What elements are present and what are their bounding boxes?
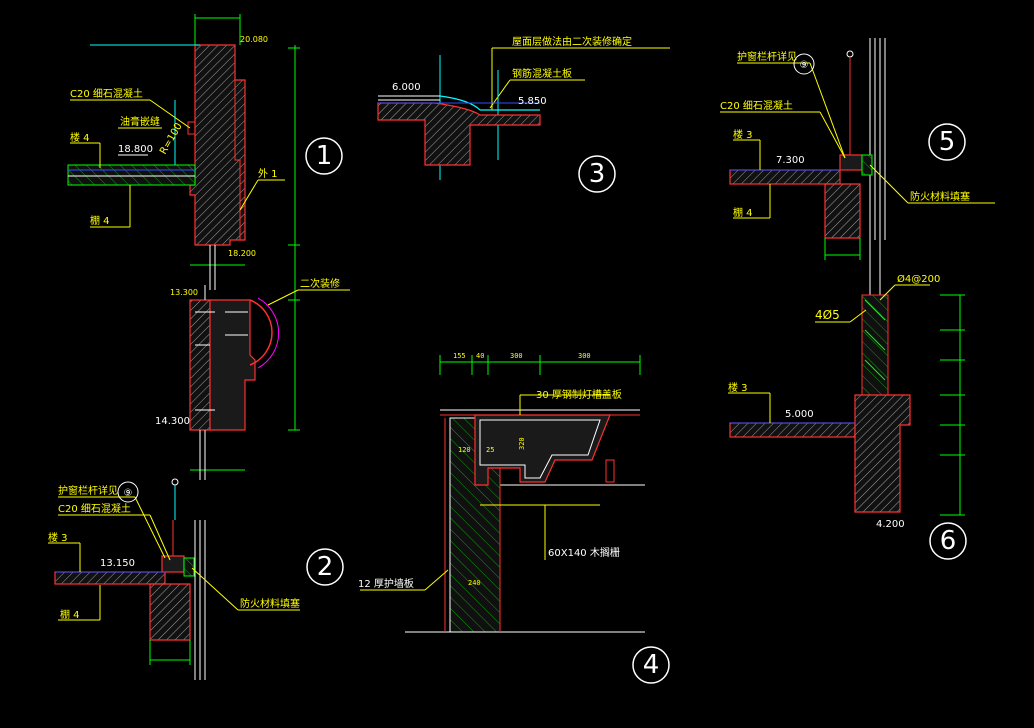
detail-number-1-circle — [305, 137, 343, 175]
detail1-elev-low: 14.300 — [155, 416, 190, 427]
detail2-rail-ref: ⑨ — [124, 488, 133, 499]
detail1-elev-bottom: 18.200 — [228, 249, 256, 258]
detail-2: ⑨ 护窗栏杆详见 C20 细石混凝土 楼 3 13.150 棚 4 防火材料填塞… — [48, 478, 344, 680]
detail4-dim-240: 240 — [468, 579, 481, 587]
detail3-note-slab: 钢筋混凝土板 — [512, 67, 572, 80]
detail-6: Ø4@200 4Ø5 楼 3 5.000 4.200 6 — [728, 240, 967, 560]
detail-number-1: 1 — [316, 141, 333, 171]
detail-number-2: 2 — [317, 552, 334, 582]
detail2-floor3-label: 楼 3 — [48, 531, 68, 544]
detail4-dim-40: 40 — [476, 352, 484, 360]
detail4-dim-300a: 300 — [510, 352, 523, 360]
detail3-elev-left: 6.000 — [392, 82, 421, 93]
detail-5: ⑨ 护窗栏杆详见 C20 细石混凝土 楼 3 7.300 棚 4 防火材料填塞 … — [720, 38, 995, 260]
detail4-timber-label: 60X140 木搁栅 — [548, 546, 620, 559]
detail-number-4-circle — [632, 646, 670, 684]
detail2-fire-label: 防火材料填塞 — [240, 597, 300, 610]
detail6-floor3-label: 楼 3 — [728, 381, 748, 394]
detail3-note-top: 屋面层做法由二次装修确定 — [512, 35, 632, 48]
detail4-dim-300b: 300 — [578, 352, 591, 360]
detail-number-6: 6 — [940, 526, 957, 556]
detail2-c20-label: C20 细石混凝土 — [58, 502, 131, 515]
detail6-rebar-b: 4Ø5 — [815, 308, 840, 322]
detail6-rebar-a: Ø4@200 — [897, 273, 940, 285]
detail-number-5: 5 — [939, 127, 956, 157]
detail4-dim-155: 155 — [453, 352, 466, 360]
detail3-elev-right: 5.850 — [518, 96, 547, 107]
detail-1: 20.080 C20 细石混凝土 油膏嵌缝 R=100 楼 4 18.800 棚… — [67, 14, 350, 480]
detail5-floor3-label: 楼 3 — [733, 128, 753, 141]
detail2-elev: 13.150 — [100, 558, 135, 569]
detail-number-3-circle — [578, 155, 616, 193]
detail4-wall-board-label: 12 厚护墙板 — [358, 577, 414, 590]
detail6-elev-bottom: 4.200 — [876, 519, 905, 530]
detail1-ext1-label: 外 1 — [258, 168, 278, 180]
detail-4: 155 40 300 300 30 厚钢制灯槽盖板 120 25 320 240… — [358, 352, 670, 684]
detail2-rail-note: 护窗栏杆详见 — [58, 484, 118, 497]
detail4-dim-320: 320 — [518, 437, 526, 450]
detail-number-4: 4 — [643, 650, 660, 680]
detail1-waterproof-label: 油膏嵌缝 — [120, 115, 160, 128]
detail5-c20-label: C20 细石混凝土 — [720, 99, 793, 112]
detail5-rail-ref: ⑨ — [800, 60, 809, 71]
detail4-steel-plate-label: 30 厚钢制灯槽盖板 — [536, 388, 622, 401]
detail-number-3: 3 — [589, 159, 606, 189]
detail2-ceil4-label: 棚 4 — [60, 608, 80, 621]
detail4-dim-120: 120 — [458, 446, 471, 454]
detail1-elev-window: 13.300 — [170, 288, 198, 297]
detail1-elev-floor: 18.800 — [118, 144, 153, 155]
detail5-ceil4-label: 棚 4 — [733, 206, 753, 219]
detail1-floor4-label: 楼 4 — [70, 131, 90, 144]
detail5-fire-label: 防火材料填塞 — [910, 190, 970, 203]
detail1-c20-label: C20 细石混凝土 — [70, 87, 143, 100]
detail-3: 6.000 5.850 屋面层做法由二次装修确定 钢筋混凝土板 3 — [377, 35, 670, 193]
detail-number-2-circle — [306, 548, 344, 586]
detail1-radius-label: R=100 — [158, 121, 185, 156]
detail4-dim-25: 25 — [486, 446, 494, 454]
detail1-elev-top: 20.080 — [240, 35, 268, 44]
detail-number-5-circle — [928, 123, 966, 161]
detail1-ceil4-label: 棚 4 — [90, 214, 110, 227]
detail6-elev: 5.000 — [785, 409, 814, 420]
detail5-elev: 7.300 — [776, 155, 805, 166]
detail5-rail-note: 护窗栏杆详见 — [737, 50, 797, 63]
detail-number-6-circle — [929, 522, 967, 560]
detail1-secondary-deco: 二次装修 — [300, 277, 340, 290]
